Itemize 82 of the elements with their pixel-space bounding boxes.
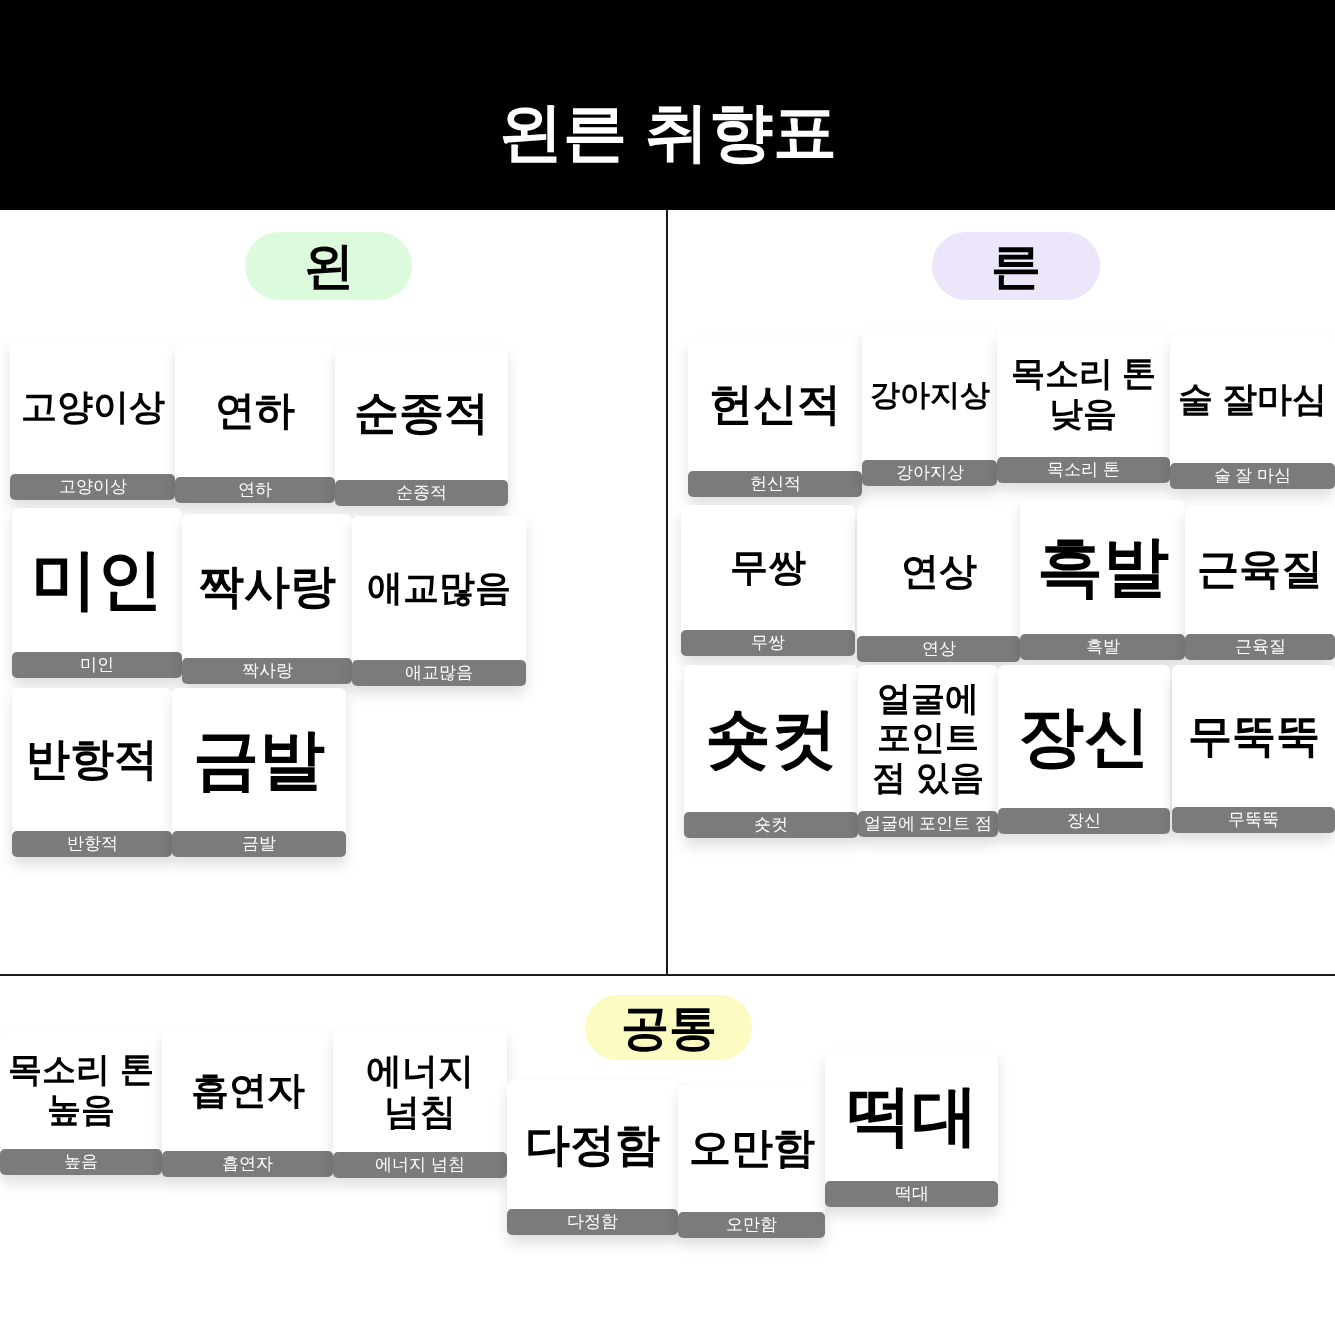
caption-bar: 높음 bbox=[0, 1149, 162, 1175]
caption-bar: 다정함 bbox=[507, 1209, 678, 1235]
card bbox=[825, 1050, 998, 1207]
heading-text: 흑발 bbox=[1036, 529, 1169, 605]
caption-bar: 연하 bbox=[175, 477, 335, 503]
caption-bar: 미인 bbox=[12, 652, 182, 678]
category-pill: 공통 bbox=[585, 995, 752, 1060]
card bbox=[162, 1030, 333, 1177]
heading-text: 미인 bbox=[31, 542, 163, 618]
caption-bar: 무쌍 bbox=[681, 630, 855, 656]
caption-bar: 헌신적 bbox=[688, 471, 862, 497]
heading-text: 오만함 bbox=[688, 1124, 815, 1173]
caption-bar: 목소리 톤 bbox=[997, 457, 1170, 483]
card bbox=[1185, 505, 1335, 660]
card bbox=[10, 340, 175, 500]
caption-bar: 고양이상 bbox=[10, 474, 175, 500]
title: 왼른 취향표 bbox=[499, 96, 837, 170]
caption-bar: 오만함 bbox=[678, 1212, 825, 1238]
caption-bar: 반항적 bbox=[12, 831, 172, 857]
caption-bar: 금발 bbox=[172, 831, 346, 857]
card bbox=[858, 665, 998, 837]
heading-text: 연상 bbox=[900, 550, 977, 594]
caption-bar: 에너지 넘침 bbox=[333, 1152, 507, 1178]
heading-text: 떡대 bbox=[845, 1077, 978, 1154]
heading-text: 고양이상 bbox=[20, 386, 165, 428]
caption-bar: 얼굴에 포인트 점 bbox=[858, 811, 998, 837]
caption-bar: 강아지상 bbox=[862, 460, 997, 486]
card bbox=[688, 338, 862, 497]
card bbox=[182, 514, 352, 684]
card bbox=[172, 688, 346, 857]
caption-bar: 애교많음 bbox=[352, 660, 526, 686]
heading-text: 금발 bbox=[193, 721, 325, 798]
heading-text: 흡연자 bbox=[190, 1068, 305, 1113]
card bbox=[998, 665, 1170, 834]
caption-bar: 흡연자 bbox=[162, 1151, 333, 1177]
category-pill: 왼 bbox=[245, 232, 412, 300]
caption-bar: 장신 bbox=[998, 808, 1170, 834]
card bbox=[678, 1085, 825, 1238]
heading-text: 순종적 bbox=[354, 387, 489, 439]
card bbox=[1170, 335, 1335, 489]
caption-bar: 술 잘 마심 bbox=[1170, 463, 1335, 489]
card bbox=[1020, 500, 1185, 660]
card bbox=[862, 330, 997, 486]
card bbox=[857, 508, 1020, 662]
heading-text: 숏컷 bbox=[705, 700, 837, 777]
card bbox=[12, 508, 182, 678]
card bbox=[12, 688, 172, 857]
card bbox=[997, 330, 1170, 483]
heading-text: 장신 bbox=[1018, 698, 1150, 775]
heading-text: 강아지상 bbox=[869, 377, 990, 413]
card bbox=[352, 516, 526, 686]
caption-bar: 순종적 bbox=[335, 480, 508, 506]
caption-bar: 연상 bbox=[857, 636, 1020, 662]
card bbox=[0, 1030, 162, 1175]
heading-text: 짝사랑 bbox=[198, 559, 336, 613]
heading-text: 목소리 톤 낮음 bbox=[1009, 354, 1158, 433]
card bbox=[507, 1080, 678, 1235]
heading-text: 애교많음 bbox=[367, 567, 511, 609]
caption-bar: 흑발 bbox=[1020, 634, 1185, 660]
card bbox=[684, 665, 858, 838]
card bbox=[175, 343, 335, 503]
heading-text: 다정함 bbox=[525, 1118, 660, 1171]
caption-bar: 떡대 bbox=[825, 1181, 998, 1207]
category-pill: 른 bbox=[932, 232, 1100, 300]
card bbox=[335, 346, 508, 506]
caption-bar: 짝사랑 bbox=[182, 658, 352, 684]
heading-text: 에너지 넘침 bbox=[365, 1049, 475, 1133]
card bbox=[333, 1030, 507, 1178]
heading-text: 반항적 bbox=[26, 734, 158, 785]
heading-text: 목소리 톤 높음 bbox=[7, 1050, 155, 1129]
heading-text: 연하 bbox=[215, 387, 295, 433]
heading-text: 헌신적 bbox=[709, 379, 841, 430]
heading-text: 무쌍 bbox=[730, 545, 806, 590]
heading-text: 얼굴에 포인트 점 있음 bbox=[871, 679, 985, 797]
card bbox=[1172, 665, 1335, 833]
caption-bar: 무뚝뚝 bbox=[1172, 807, 1335, 833]
caption-bar: 숏컷 bbox=[684, 812, 858, 838]
heading-text: 무뚝뚝 bbox=[1187, 710, 1320, 762]
card bbox=[681, 505, 855, 656]
heading-text: 근육질 bbox=[1197, 545, 1323, 594]
heading-text: 술 잘마심 bbox=[1177, 378, 1328, 420]
caption-bar: 근육질 bbox=[1185, 634, 1335, 660]
